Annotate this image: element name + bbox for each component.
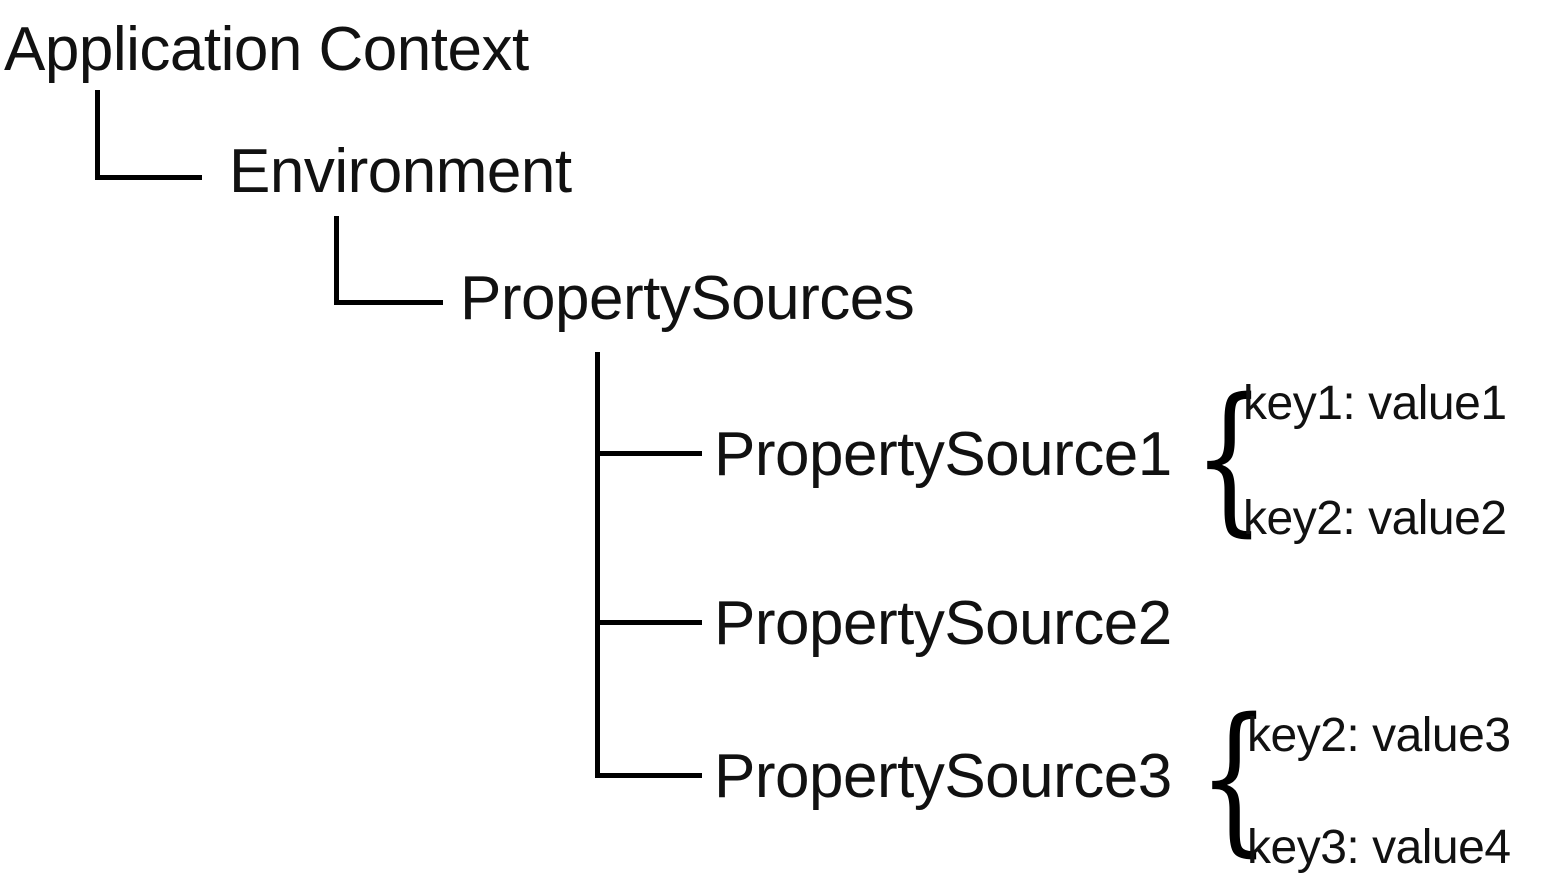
node-label-property-sources: PropertySources — [460, 264, 915, 333]
branch-line-property-source-2 — [595, 620, 702, 625]
node-label-application-context: Application Context — [4, 15, 529, 84]
left-brace-icon: { — [1193, 364, 1266, 552]
property-entry-source1-key1: key1: value1 — [1243, 377, 1507, 430]
connector-environment-to-property-sources-horizontal — [334, 300, 443, 305]
connector-application-context-to-environment-horizontal — [95, 175, 202, 180]
node-label-property-source-2: PropertySource2 — [714, 589, 1172, 658]
property-entry-source1-key2: key2: value2 — [1243, 492, 1507, 545]
node-label-environment: Environment — [229, 137, 572, 206]
branch-line-property-source-1 — [595, 451, 702, 456]
property-entry-source3-key2: key2: value3 — [1247, 709, 1511, 762]
property-sources-trunk-line — [595, 352, 600, 778]
property-entry-source3-key3: key3: value4 — [1247, 821, 1511, 874]
node-label-property-source-3: PropertySource3 — [714, 742, 1172, 811]
connector-application-context-to-environment-vertical — [95, 90, 100, 180]
branch-line-property-source-3 — [595, 773, 702, 778]
node-label-property-source-1: PropertySource1 — [714, 420, 1172, 489]
connector-environment-to-property-sources-vertical — [334, 216, 339, 305]
left-brace-icon: { — [1198, 684, 1271, 872]
